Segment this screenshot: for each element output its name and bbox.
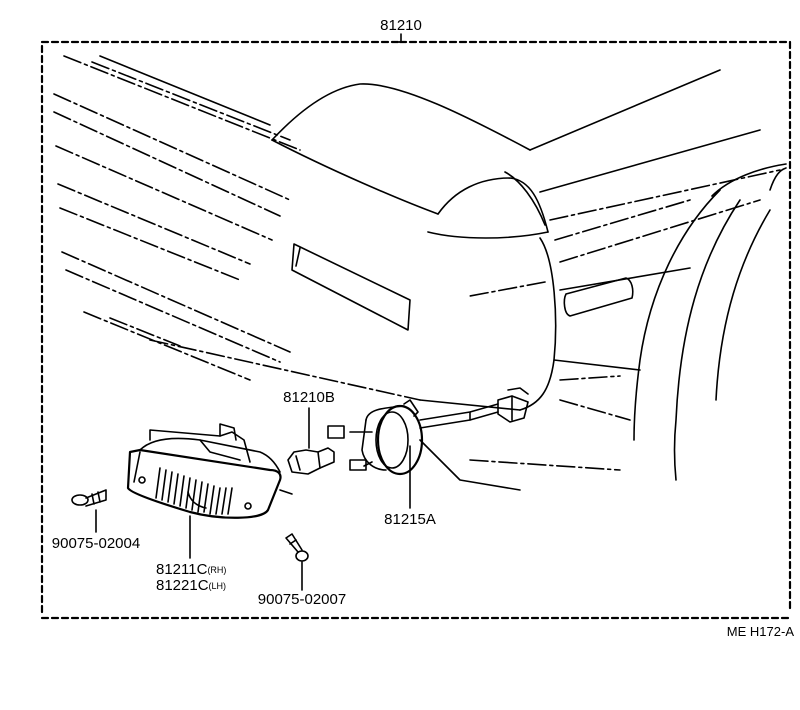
screw-right[interactable]	[285, 533, 309, 562]
bulb-socket-wire[interactable]	[327, 387, 529, 476]
screw-left[interactable]	[71, 489, 107, 507]
bulb[interactable]	[287, 447, 335, 475]
assembly-boundary-frame	[40, 33, 792, 620]
bulb-part-number: 81210B	[283, 389, 335, 406]
assembly-part-number: 81210	[380, 17, 422, 34]
socket-part-number: 81215A	[384, 511, 436, 528]
front-turn-signal-lamp[interactable]	[126, 423, 293, 519]
lens-ribs	[155, 467, 233, 515]
screw-right-part-number: 90075-02007	[258, 591, 346, 608]
lamp-lh-part-number: 81221C(LH)	[156, 577, 226, 594]
lamp-rh-part-number: 81211C(RH)	[156, 561, 226, 578]
leader-lines	[95, 407, 411, 591]
screw-left-part-number: 90075-02004	[52, 535, 140, 552]
diagram-code: ME H172-A	[727, 624, 795, 639]
vehicle-body-illustration	[53, 55, 787, 491]
